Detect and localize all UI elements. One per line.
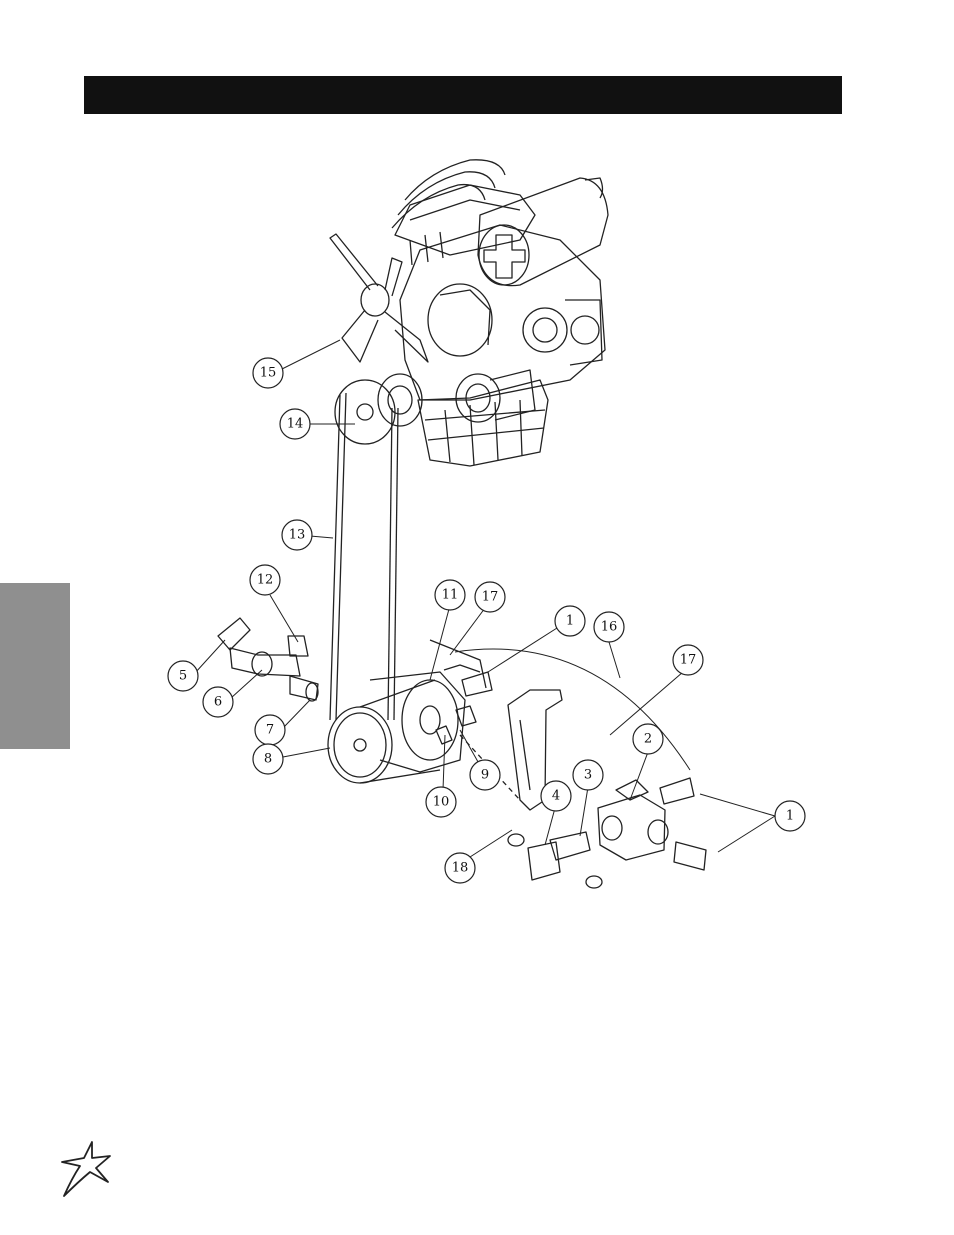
callout-label-10: 10 [433, 795, 450, 810]
callout-label-9: 9 [481, 768, 489, 783]
callout-label-2: 2 [644, 732, 652, 747]
callout-label-13: 13 [289, 528, 306, 543]
star-swoosh-logo-icon [58, 1138, 114, 1198]
v-belt [330, 380, 398, 720]
callout-label-7: 7 [266, 723, 274, 738]
callout-label-18: 18 [452, 861, 469, 876]
callout-label-3: 3 [584, 768, 592, 783]
callout-label-5: 5 [179, 669, 187, 684]
tee-fittings [218, 618, 318, 701]
callout-label-14: 14 [287, 417, 304, 432]
callout-label-16: 16 [601, 620, 618, 635]
coupler-assembly [508, 832, 602, 888]
engine-assembly [330, 160, 608, 466]
callout-label-4: 4 [552, 789, 560, 804]
callout-label-17-top: 17 [482, 590, 499, 605]
callout-label-1-right: 1 [786, 809, 794, 824]
valve-assembly [598, 778, 706, 870]
callout-label-11: 11 [442, 588, 459, 603]
callout-label-12: 12 [257, 573, 274, 588]
callout-label-1-top: 1 [566, 614, 574, 629]
callout-label-6: 6 [214, 695, 222, 710]
pump-pulley-assembly [328, 672, 465, 783]
callout-label-15: 15 [260, 366, 277, 381]
callout-label-8: 8 [264, 752, 272, 767]
callout-label-17-right: 17 [680, 653, 697, 668]
